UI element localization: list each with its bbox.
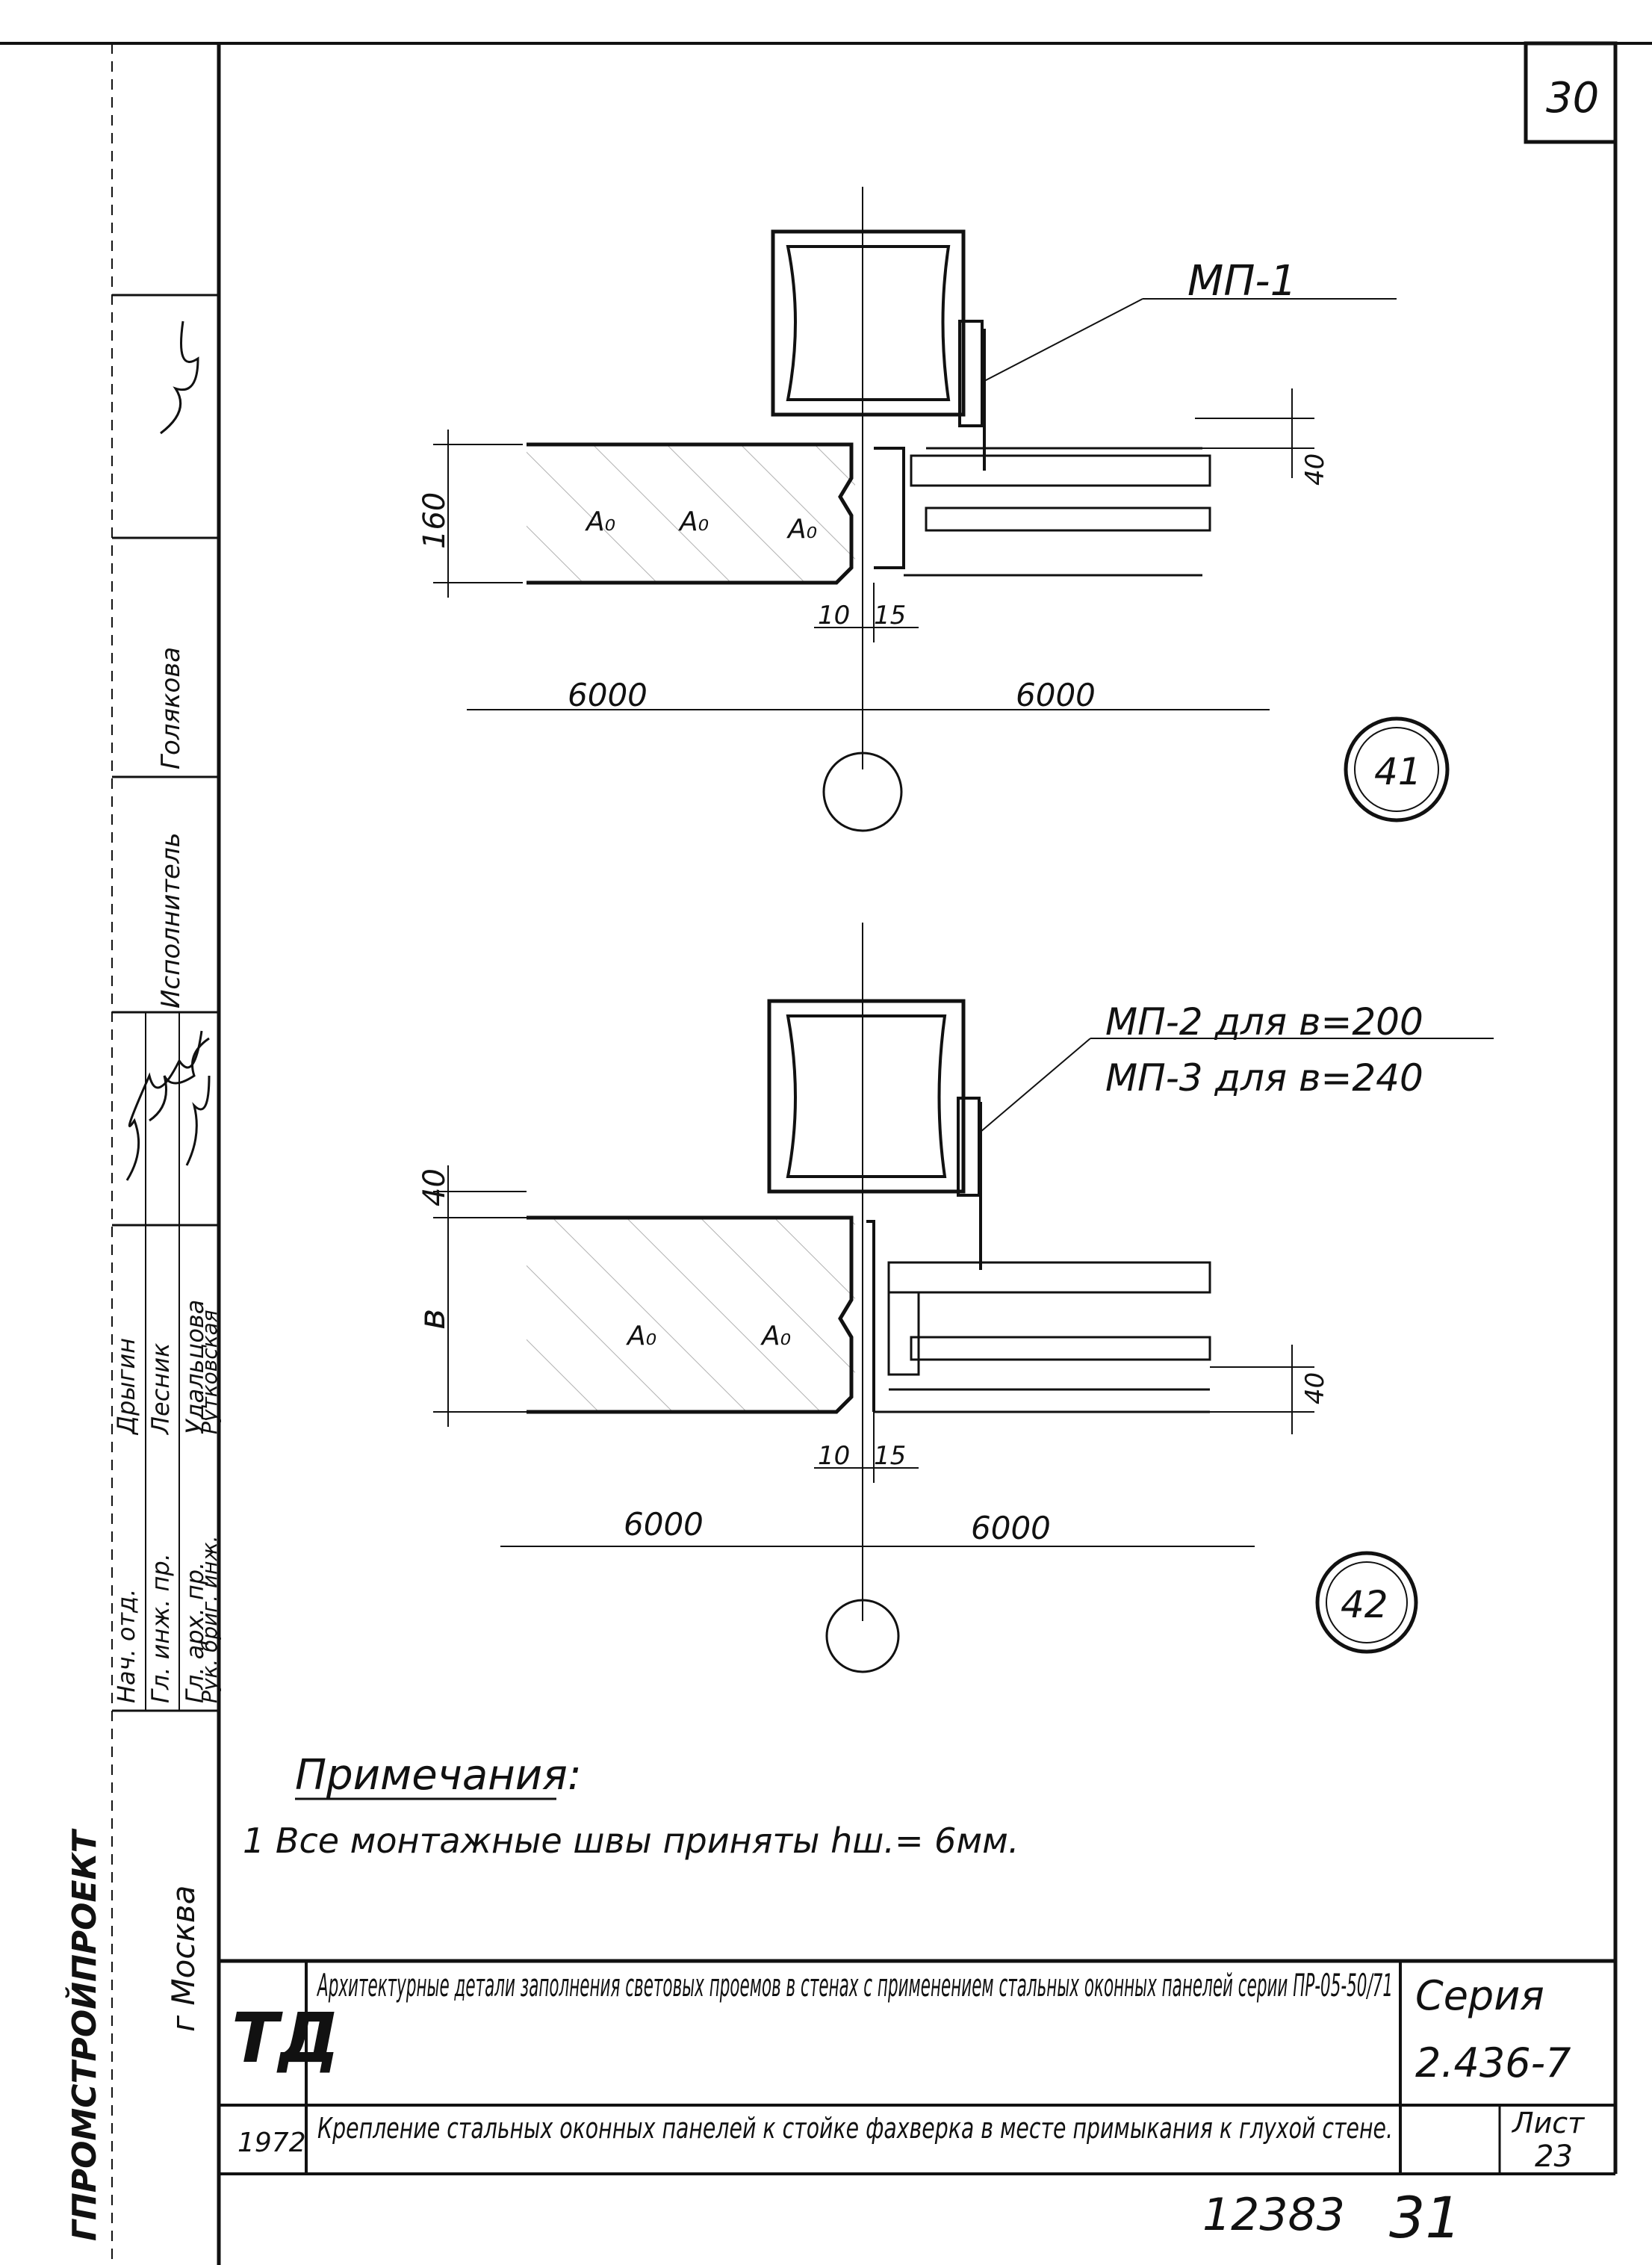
title-line: Архитектурные детали заполнения световых… <box>316 1967 1393 2004</box>
detail-41-material-mark: A₀ <box>585 506 615 537</box>
detail-41-drawing <box>433 187 1450 832</box>
detail-41-dim-gap-right: 15 <box>874 601 906 630</box>
logo-td: ТД <box>232 1998 340 2078</box>
detail-41-number: 41 <box>1374 750 1422 793</box>
name-3: Рутковская <box>197 1310 222 1434</box>
detail-41-dim-height: 160 <box>417 492 452 549</box>
detail-42-callout-2: МП-3 для в=240 <box>1105 1056 1423 1100</box>
detail-41-material-mark: A₀ <box>786 514 817 545</box>
signature-mark <box>125 1030 203 1181</box>
detail-42-number: 42 <box>1341 1583 1388 1626</box>
sheet-value: 23 <box>1535 2139 1573 2174</box>
year: 1972 <box>237 2128 306 2158</box>
detail-42-material-mark: A₀ <box>626 1321 656 1351</box>
side-stamp-frame <box>112 294 219 1712</box>
series-label: Серия <box>1415 1972 1544 2019</box>
detail-42-span-left: 6000 <box>624 1506 704 1543</box>
detail-42-dim-bottom-right: 40 <box>1300 1372 1330 1404</box>
archive-number: 12383 <box>1202 2189 1345 2241</box>
signature-mark <box>149 1037 210 1122</box>
signature-mark <box>160 320 199 435</box>
org-name: ГПРОМСТРОЙПРОЕКТ <box>64 1828 104 2241</box>
frame <box>0 42 1652 2265</box>
role-2: Гл. арх. пр. <box>181 1562 209 1703</box>
detail-42-dim-gap-left: 10 <box>818 1441 850 1471</box>
detail-42-callout-1: МП-2 для в=200 <box>1105 1000 1423 1044</box>
detail-42-material-mark: A₀ <box>760 1321 791 1351</box>
corner-number: 30 <box>1546 74 1599 123</box>
detail-41-callout: МП-1 <box>1187 257 1297 306</box>
name-0: Дрыгин <box>112 1338 140 1436</box>
side-stamp-text: ГПРОМСТРОЙПРОЕКТ г Москва Нач. отд. Гл. … <box>64 320 222 2241</box>
series-value: 2.436-7 <box>1415 2039 1571 2086</box>
detail-41-material-mark: A₀ <box>678 506 709 537</box>
corner-number-box: 30 <box>1524 41 1618 144</box>
notes-heading: Примечания: <box>295 1751 582 1800</box>
name-2: Удальцова <box>181 1300 209 1434</box>
detail-42-span-right: 6000 <box>971 1510 1051 1546</box>
notes-item-1: 1 Все монтажные швы приняты hш.= 6мм. <box>243 1821 1019 1861</box>
detail-41-span-right: 6000 <box>1016 677 1096 713</box>
detail-42-dim-height: в <box>412 1309 453 1330</box>
notes: Примечания: 1 Все монтажные швы приняты … <box>243 1751 1019 1861</box>
sheet-label: Лист <box>1511 2107 1586 2139</box>
role-0: Нач. отд. <box>112 1589 140 1703</box>
executor-label: Исполнитель <box>156 832 186 1008</box>
executor-name: Голякова <box>156 647 186 769</box>
page-number: 31 <box>1389 2184 1462 2251</box>
detail-41-span-left: 6000 <box>568 677 648 713</box>
detail-41-dim-top: 40 <box>1300 453 1330 486</box>
signature-mark <box>185 1075 211 1166</box>
subtitle-line: Крепление стальных оконных панелей к сто… <box>317 2112 1393 2145</box>
org-city: г Москва <box>165 1886 202 2032</box>
detail-42-dim-gap-right: 15 <box>874 1441 906 1471</box>
name-1: Лесник <box>146 1342 175 1435</box>
detail-42-dim-top: 40 <box>417 1168 452 1206</box>
title-block: ТД Архитектурные детали заполнения свето… <box>219 1959 1615 2174</box>
role-1: Гл. инж. пр. <box>146 1553 175 1703</box>
detail-42-drawing <box>433 923 1494 1673</box>
role-3: Рук. бриг. инж. <box>197 1535 222 1703</box>
detail-41-dim-gap-left: 10 <box>818 601 850 630</box>
